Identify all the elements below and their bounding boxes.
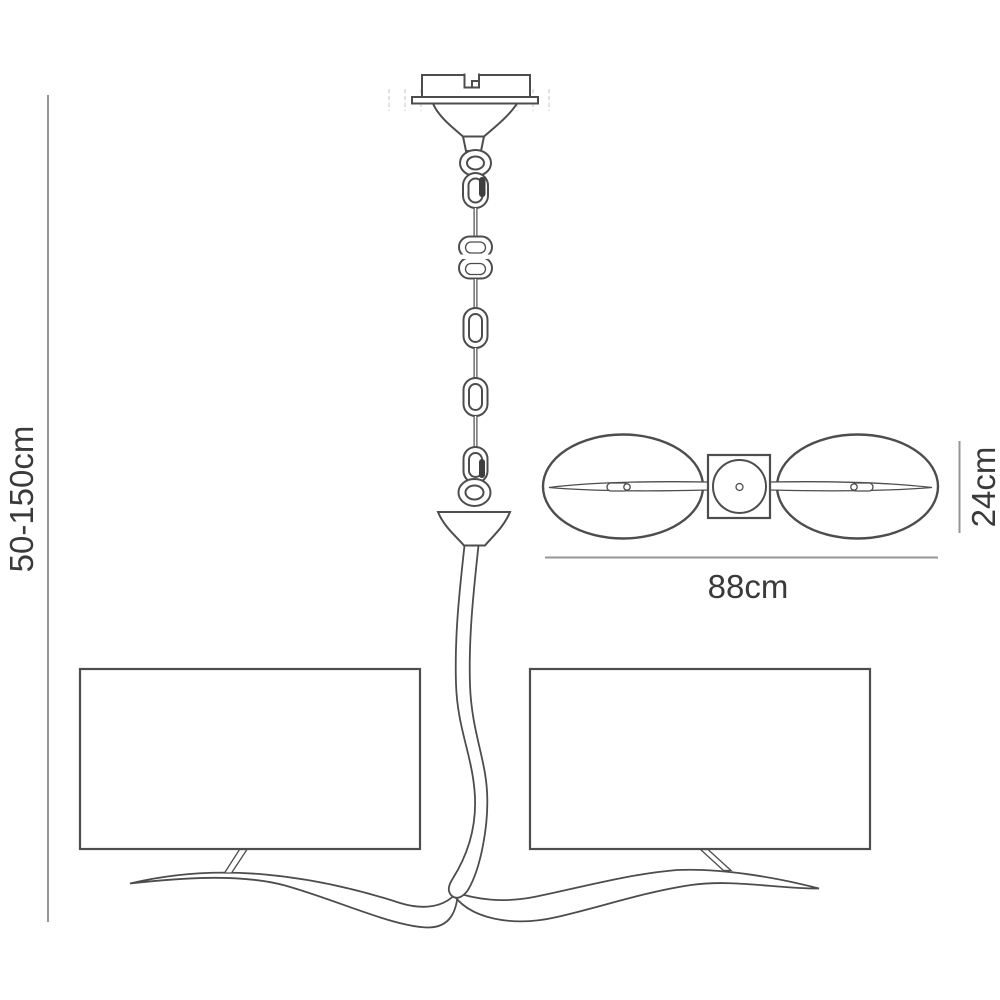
- top-ring-inner: [466, 155, 485, 171]
- front-view: [78, 72, 872, 929]
- ceiling-canopy: [388, 72, 550, 152]
- chain-link-inner: [468, 313, 483, 343]
- canopy-center-dot: [735, 482, 744, 492]
- right-bulb-top: [850, 483, 858, 491]
- depth-dimension: 24cm: [958, 441, 1000, 533]
- right-arm: [448, 868, 820, 923]
- mounting-slot-gap: [464, 72, 480, 77]
- height-dimension: 50-150cm: [3, 95, 49, 922]
- width-dimension: 88cm: [545, 556, 938, 605]
- lamp-body: [78, 511, 872, 929]
- left-shade-front: [78, 667, 422, 851]
- bottom-ring-inner: [464, 484, 485, 501]
- stem-cone: [436, 511, 512, 547]
- top-view: [541, 433, 940, 540]
- suspension-chain: [455, 149, 496, 507]
- chain-clasp: [479, 459, 485, 478]
- chain-link-inner: [468, 383, 483, 411]
- canopy-bell: [431, 102, 519, 138]
- center-stem: [447, 544, 489, 899]
- small-link-gap: [455, 254, 496, 259]
- mounting-keyhole-slot: [463, 73, 480, 89]
- left-bulb-top: [623, 483, 631, 491]
- width-dimension-label: 88cm: [708, 568, 789, 605]
- canopy-mounting-box: [421, 74, 531, 98]
- left-arm: [129, 871, 460, 929]
- height-dimension-label: 50-150cm: [3, 426, 40, 573]
- left-shade-support-rod: [223, 848, 249, 874]
- canopy-neck: [461, 135, 486, 152]
- small-link-bottom-inner: [464, 262, 487, 276]
- chain-clasp: [479, 177, 486, 197]
- right-shade-front: [528, 667, 872, 851]
- right-shade-support-rod: [698, 848, 733, 872]
- depth-dimension-label: 24cm: [965, 447, 1000, 528]
- small-link-top-inner: [464, 241, 487, 254]
